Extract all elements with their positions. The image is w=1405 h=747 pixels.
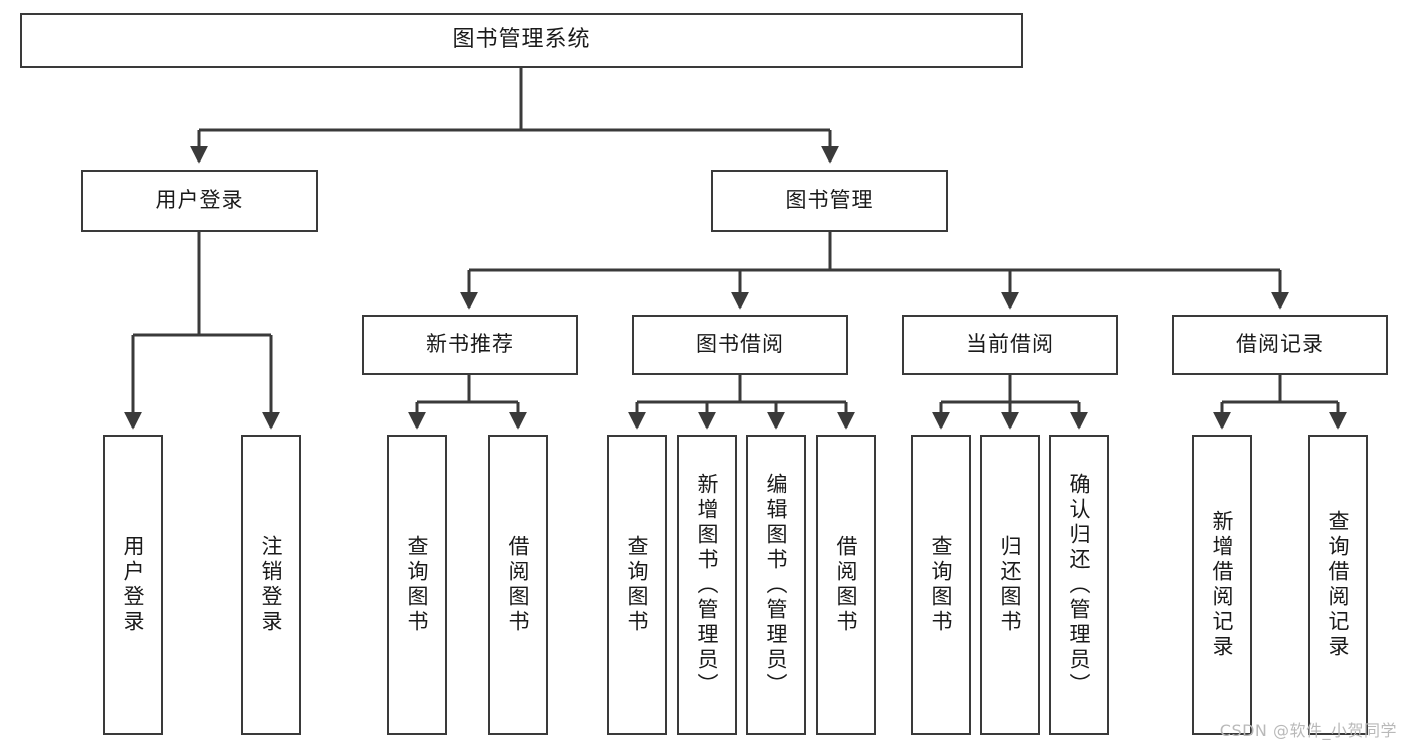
node-label: 编辑图书（管理员）	[764, 472, 789, 698]
node-label: 新书推荐	[426, 332, 514, 357]
leaf-recommend-query-book[interactable]: 查询图书	[387, 435, 447, 735]
node-book-borrow[interactable]: 图书借阅	[632, 315, 848, 375]
node-label: 注销登录	[259, 535, 284, 635]
leaf-user-login-logout[interactable]: 注销登录	[241, 435, 301, 735]
node-label: 查询借阅记录	[1326, 510, 1351, 660]
node-book-management[interactable]: 图书管理	[711, 170, 948, 232]
node-label: 当前借阅	[966, 332, 1054, 357]
leaf-borrow-query-book[interactable]: 查询图书	[607, 435, 667, 735]
node-label: 归还图书	[998, 535, 1023, 635]
node-label: 借阅图书	[834, 535, 859, 635]
node-user-login[interactable]: 用户登录	[81, 170, 318, 232]
node-label: 图书管理	[785, 188, 874, 213]
node-label: 用户登录	[121, 535, 146, 635]
node-label: 新增借阅记录	[1210, 510, 1235, 660]
node-root-system[interactable]: 图书管理系统	[20, 13, 1023, 68]
node-borrow-records[interactable]: 借阅记录	[1172, 315, 1388, 375]
node-label: 用户登录	[155, 188, 244, 213]
leaf-records-query-record[interactable]: 查询借阅记录	[1308, 435, 1368, 735]
node-label: 借阅图书	[506, 535, 531, 635]
node-label: 图书借阅	[696, 332, 784, 357]
node-label: 查询图书	[929, 535, 954, 635]
leaf-borrow-add-book-admin[interactable]: 新增图书（管理员）	[677, 435, 737, 735]
node-current-borrow[interactable]: 当前借阅	[902, 315, 1118, 375]
node-label: 图书管理系统	[452, 27, 591, 53]
leaf-borrow-edit-book-admin[interactable]: 编辑图书（管理员）	[746, 435, 806, 735]
leaf-borrow-borrow-book[interactable]: 借阅图书	[816, 435, 876, 735]
leaf-recommend-borrow-book[interactable]: 借阅图书	[488, 435, 548, 735]
watermark: CSDN @软件_小贺同学	[1219, 721, 1397, 740]
leaf-records-add-record[interactable]: 新增借阅记录	[1192, 435, 1252, 735]
node-label: 新增图书（管理员）	[695, 472, 720, 698]
node-label: 确认归还（管理员）	[1067, 472, 1092, 698]
leaf-user-login-login[interactable]: 用户登录	[103, 435, 163, 735]
node-label: 查询图书	[625, 535, 650, 635]
leaf-current-query-book[interactable]: 查询图书	[911, 435, 971, 735]
leaf-current-confirm-return-admin[interactable]: 确认归还（管理员）	[1049, 435, 1109, 735]
leaf-current-return-book[interactable]: 归还图书	[980, 435, 1040, 735]
node-label: 借阅记录	[1236, 332, 1324, 357]
node-label: 查询图书	[405, 535, 430, 635]
node-new-book-recommend[interactable]: 新书推荐	[362, 315, 578, 375]
